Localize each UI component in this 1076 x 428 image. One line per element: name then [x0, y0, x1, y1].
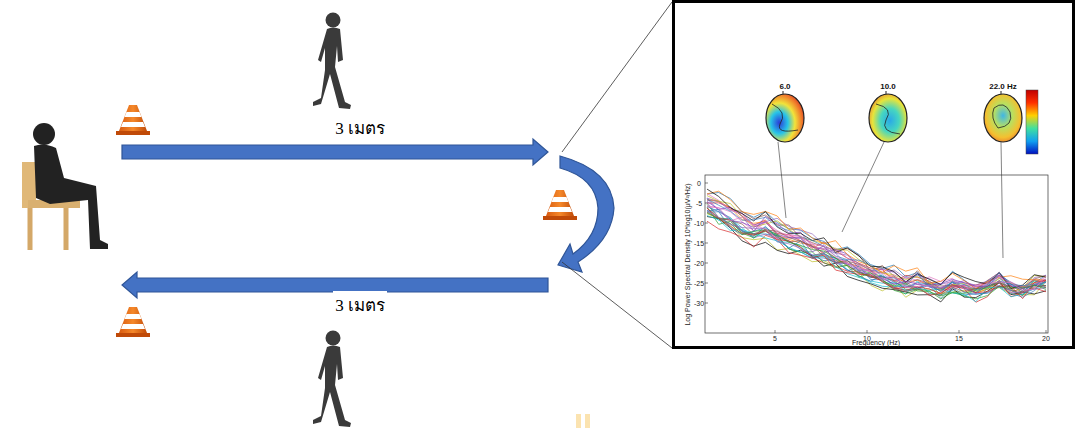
tick-label: -25: [694, 280, 704, 287]
frequency-label: 10.0: [880, 82, 896, 91]
frequency-label: 22.0 Hz: [989, 82, 1017, 91]
spectrum-line: [707, 210, 1046, 293]
tick-mark: [867, 330, 868, 333]
tick-mark: [705, 223, 708, 224]
topographic-map: [984, 91, 1022, 142]
tick-mark: [705, 203, 708, 204]
tick-mark: [705, 283, 708, 284]
tick-label: -15: [694, 240, 704, 247]
frequency-label: 6.0: [779, 82, 790, 91]
tick-mark: [959, 330, 960, 333]
tick-label: 0: [697, 180, 701, 187]
tick-mark: [705, 263, 708, 264]
topographic-map: [766, 91, 804, 142]
tick-label: 20: [1042, 335, 1050, 342]
leader-line: [778, 142, 786, 218]
leader-line: [1001, 142, 1003, 258]
spectrum-line: [707, 198, 1046, 289]
tick-label: 5: [773, 335, 777, 342]
tick-mark: [1046, 330, 1047, 333]
tick-mark: [775, 330, 776, 333]
topographic-map: [869, 91, 907, 142]
spectrum-line: [707, 207, 1046, 299]
spectrum-line: [707, 213, 1046, 296]
spectrum-line: [707, 210, 1046, 296]
tick-mark: [705, 303, 708, 304]
distance-label: 3 เมตร: [333, 114, 387, 141]
tick-label: -10: [694, 220, 704, 227]
axis-ticks: [705, 183, 1046, 333]
watermark-mark: [585, 414, 590, 428]
spectrum-line: [707, 191, 1046, 288]
spectrum-line: [707, 209, 1046, 292]
zoom-line: [562, 262, 672, 348]
spectrum-line: [707, 208, 1046, 298]
distance-label: 3 เมตร: [333, 291, 387, 318]
turn-arrow: [558, 156, 614, 272]
tick-mark: [705, 183, 708, 184]
color-bar: [1026, 90, 1038, 154]
tick-label: 10: [863, 335, 871, 342]
chart-frame: [674, 2, 1074, 348]
leader-line: [842, 142, 884, 232]
spectrum-line: [707, 189, 1046, 288]
spectrum-lines: [707, 189, 1046, 302]
axis-title: Frequency (Hz): [852, 339, 900, 346]
plot-axes: [705, 175, 1048, 333]
tick-label: 15: [955, 335, 963, 342]
seated-person: [22, 123, 108, 250]
walk-out-arrow: [122, 139, 548, 165]
tick-label: -20: [694, 260, 704, 267]
tick-mark: [705, 243, 708, 244]
axis-title: Log Power Spectral Density 10*log10(μV²/…: [684, 183, 691, 325]
watermark-mark: [576, 414, 581, 428]
tick-label: -5: [696, 200, 702, 207]
spectrum-line: [707, 207, 1046, 290]
tick-label: -30: [694, 300, 704, 307]
zoom-line: [562, 2, 672, 152]
